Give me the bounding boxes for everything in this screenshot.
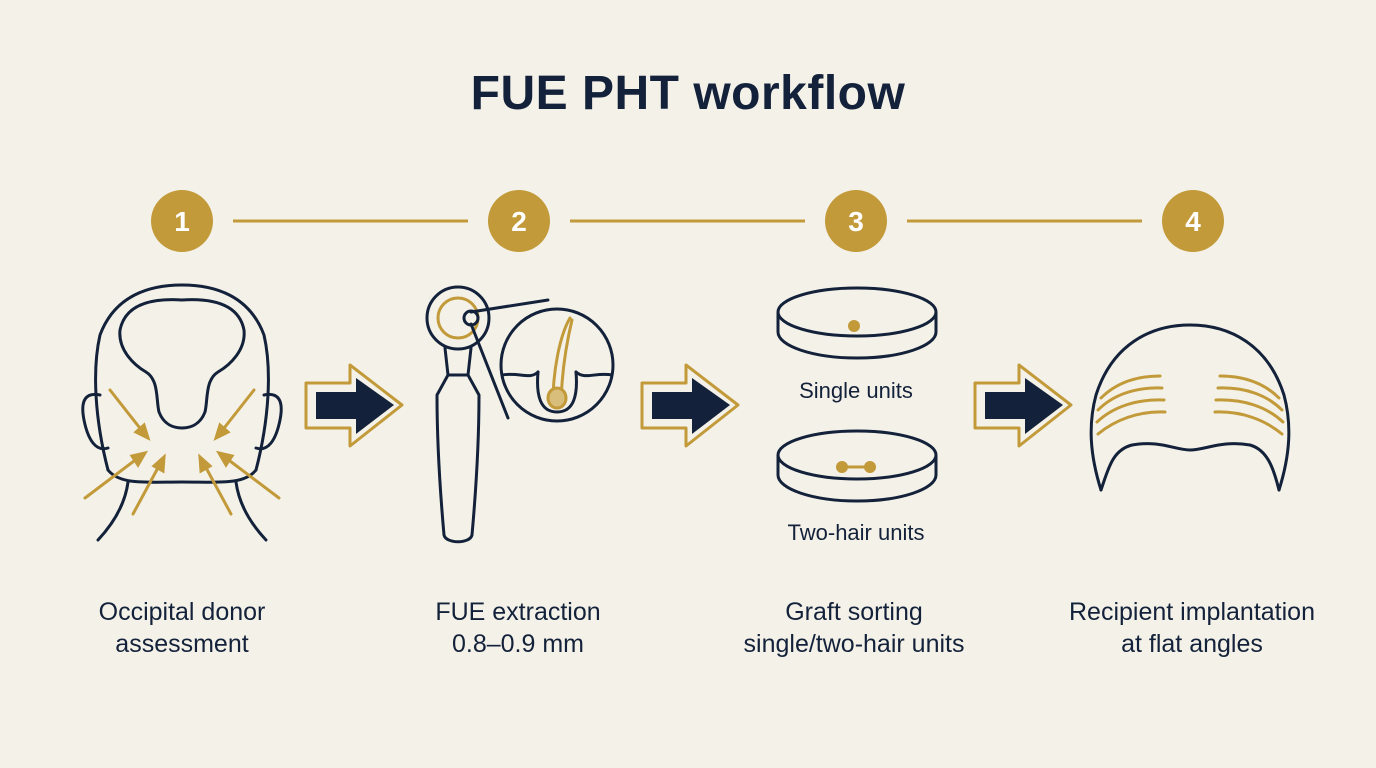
step-number-1: 1 [174,206,190,237]
punch-tool-follicle-icon [425,285,615,544]
petri-dish-two-hair-icon [776,429,938,503]
step-caption-1-line2: assessment [115,630,249,658]
step-badge-3: 3 [825,190,887,252]
donor-arrows [83,388,281,516]
step-caption-2: FUE extraction 0.8–0.9 mm [358,596,678,660]
flow-arrow-3 [973,363,1073,448]
flow-arrow-2 [640,363,740,448]
step-number-4: 4 [1185,206,1201,237]
head-back-donor-icon [81,283,283,542]
flow-arrow-1 [304,363,404,448]
two-hair-units-label: Two-hair units [787,520,925,545]
step-caption-1-line1: Occipital donor [98,598,266,626]
step-caption-4: Recipient implantation at flat angles [1022,596,1362,660]
step-caption-3-line1: Graft sorting [785,598,923,626]
step-caption-1: Occipital donor assessment [22,596,342,660]
step-caption-4-line2: at flat angles [1121,630,1263,658]
step-badge-4: 4 [1162,190,1224,252]
step-number-3: 3 [848,206,864,237]
step-caption-3-line2: single/two-hair units [743,630,965,658]
step-caption-4-line1: Recipient implantation [1069,598,1315,626]
step-number-2: 2 [511,206,527,237]
page-title: FUE PHT workflow [470,67,906,120]
head-top-hairline-icon [1089,323,1291,492]
step-badge-2: 2 [488,190,550,252]
step-caption-3: Graft sorting single/two-hair units [694,596,1014,660]
step-caption-2-line1: FUE extraction [435,598,601,626]
single-units-label: Single units [799,378,913,403]
petri-dish-single-icon [776,286,938,360]
step-caption-2-line2: 0.8–0.9 mm [451,630,584,658]
step-badge-1: 1 [151,190,213,252]
